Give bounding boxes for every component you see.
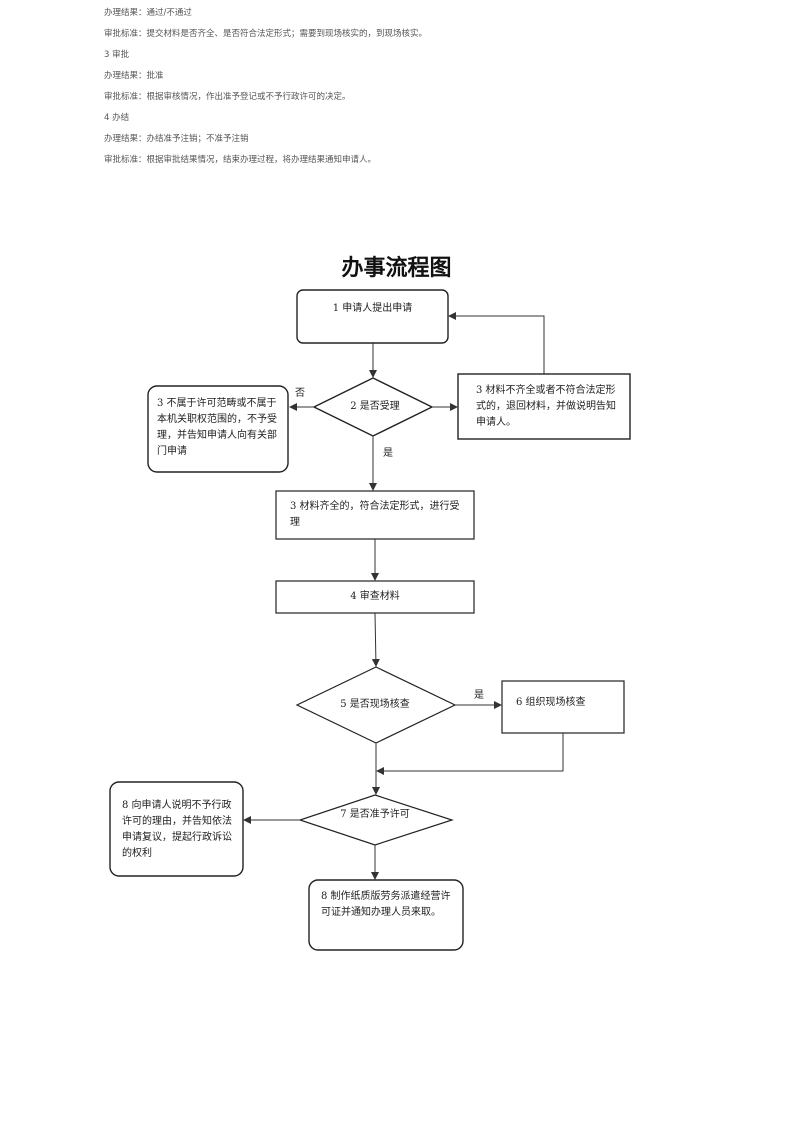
header-line-7: 办理结果：办结准予注销；不准予注销: [104, 134, 249, 144]
node-8a-box: [109, 781, 244, 877]
node-5-text: 5 是否现场核查: [340, 699, 410, 710]
node-3a-box: [147, 385, 289, 473]
arrow-4-to-5: [371, 612, 380, 667]
header-line-1: 办理结果：通过/不通过: [104, 8, 192, 18]
header-line-8: 审批标准：根据审批结果情况，结束办理过程，将办理结果通知申请人。: [104, 155, 377, 165]
node-3c-text: 3 材料齐全的，符合法定形式，进行受理: [290, 501, 460, 528]
header-line-3: 3 审批: [104, 50, 130, 60]
label-no: 否: [295, 388, 305, 399]
node-3a-text: 3 不属于许可范畴或不属于本机关职权范围的，不予受理，并告知申请人向有关部门申请: [157, 398, 277, 457]
node-8b-text: 8 制作纸质版劳务派遣经营许可证并通知办理人员来取。: [321, 891, 451, 918]
node-6-text: 6 组织现场核查: [516, 697, 586, 708]
header-line-4: 办理结果：批准: [104, 71, 164, 81]
header-line-2: 审批标准：提交材料是否齐全、是否符合法定形式；需要到现场核实的，到现场核实。: [104, 29, 428, 39]
label-yes-accept: 是: [383, 448, 393, 459]
node-3b-text: 3 材料不齐全或者不符合法定形式的，退回材料，并做说明告知申请人。: [476, 385, 616, 428]
node-2-text: 2 是否受理: [350, 401, 400, 412]
flowchart-title: 办事流程图: [341, 255, 452, 281]
node-1-text: 1 申请人提出申请: [332, 303, 413, 314]
header-line-5: 审批标准：根据审核情况，作出准予登记或不予行政许可的决定。: [104, 92, 351, 102]
node-7-text: 7 是否准予许可: [340, 809, 410, 820]
node-8a-text: 8 向申请人说明不予行政许可的理由，并告知依法申请复议，提起行政诉讼的权利: [122, 800, 232, 859]
node-4-text: 4 审查材料: [350, 591, 400, 602]
node-8b-box: [308, 879, 464, 951]
label-yes-inspect: 是: [474, 690, 484, 701]
header-line-6: 4 办结: [104, 113, 130, 123]
arrow-3b-to-1: [448, 312, 545, 374]
arrow-6-return: [376, 733, 564, 775]
